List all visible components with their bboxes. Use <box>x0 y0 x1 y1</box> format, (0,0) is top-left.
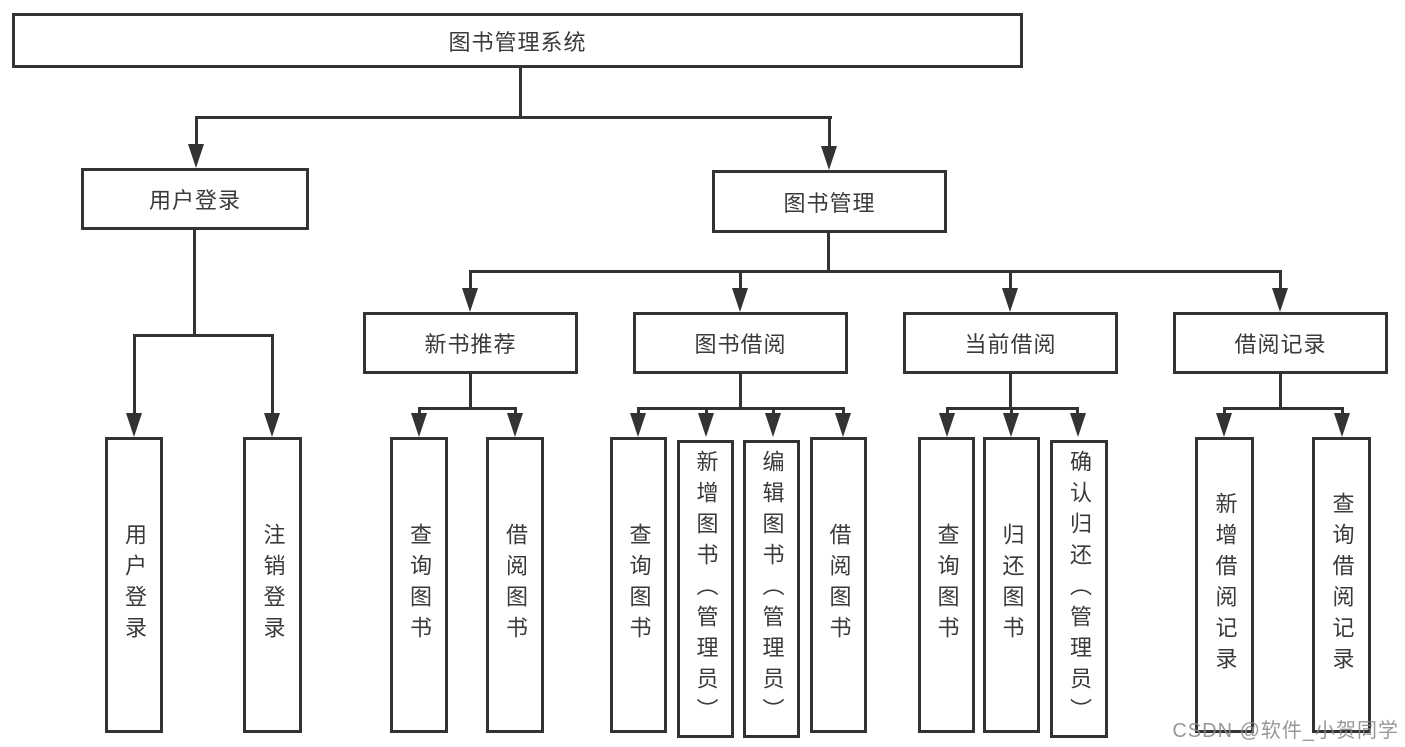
node-new-book-recommend: 新书推荐 <box>363 312 578 374</box>
leaf-current-return-books: 归还图书 <box>983 437 1040 733</box>
node-system-root-label: 图书管理系统 <box>448 29 587 55</box>
connector-line <box>827 233 830 273</box>
connector-line <box>469 270 472 292</box>
leaf-user-login-label: 用户登录 <box>122 523 147 647</box>
connector-line <box>519 68 522 118</box>
connector-line <box>842 407 845 417</box>
leaf-records-add-record-label: 新增借阅记录 <box>1212 492 1238 678</box>
connector-line <box>705 407 708 417</box>
connector-line <box>1009 270 1012 292</box>
arrow-down-icon <box>507 413 523 437</box>
leaf-current-query-books-label: 查询图书 <box>934 523 960 647</box>
arrow-down-icon <box>1216 413 1232 437</box>
connector-line <box>418 407 517 410</box>
arrow-down-icon <box>1272 288 1288 312</box>
arrow-down-icon <box>1070 413 1086 437</box>
node-current-borrow: 当前借阅 <box>903 312 1118 374</box>
leaf-logout-login: 注销登录 <box>243 437 302 733</box>
leaf-recommend-query-books: 查询图书 <box>390 437 448 733</box>
arrow-down-icon <box>188 144 204 168</box>
leaf-borrow-query-books-label: 查询图书 <box>626 523 652 647</box>
node-book-borrow: 图书借阅 <box>633 312 848 374</box>
leaf-logout-login-label: 注销登录 <box>260 523 286 647</box>
leaf-recommend-query-books-label: 查询图书 <box>407 523 432 647</box>
arrow-down-icon <box>765 413 781 437</box>
connector-line <box>637 407 845 410</box>
node-user-login: 用户登录 <box>81 168 309 230</box>
leaf-records-query-record-label: 查询借阅记录 <box>1329 492 1355 678</box>
leaf-current-return-books-label: 归还图书 <box>999 523 1025 647</box>
leaf-current-confirm-return-admin: 确认归还（管理员） <box>1050 440 1108 738</box>
connector-line <box>1279 270 1282 292</box>
connector-line <box>133 334 136 414</box>
connector-line <box>195 116 832 119</box>
node-book-management: 图书管理 <box>712 170 947 233</box>
leaf-current-confirm-return-admin-label: 确认归还（管理员） <box>1067 449 1092 729</box>
arrow-down-icon <box>462 288 478 312</box>
leaf-borrow-edit-books-admin: 编辑图书（管理员） <box>743 440 800 738</box>
connector-line <box>828 116 831 148</box>
connector-line <box>637 407 640 417</box>
arrow-down-icon <box>264 413 280 437</box>
node-current-borrow-label: 当前借阅 <box>964 332 1057 357</box>
leaf-borrow-edit-books-admin-label: 编辑图书（管理员） <box>759 449 785 729</box>
node-user-login-label: 用户登录 <box>148 188 241 213</box>
connector-line <box>418 407 421 417</box>
node-new-book-recommend-label: 新书推荐 <box>424 332 517 357</box>
leaf-records-query-record: 查询借阅记录 <box>1312 437 1371 733</box>
node-borrow-records: 借阅记录 <box>1173 312 1388 374</box>
leaf-borrow-add-books-admin-label: 新增图书（管理员） <box>693 449 719 729</box>
connector-line <box>133 334 274 337</box>
connector-line <box>739 374 742 410</box>
connector-line <box>739 270 742 292</box>
connector-line <box>1076 407 1079 417</box>
connector-line <box>1223 407 1226 417</box>
connector-line <box>195 116 198 146</box>
connector-line <box>469 374 472 410</box>
connector-line <box>514 407 517 417</box>
leaf-recommend-borrow-books-label: 借阅图书 <box>503 523 528 647</box>
connector-line <box>469 270 1282 273</box>
connector-line <box>1009 374 1012 410</box>
node-system-root: 图书管理系统 <box>12 13 1023 68</box>
arrow-down-icon <box>411 413 427 437</box>
csdn-watermark: CSDN @软件_小贺同学 <box>1172 720 1399 742</box>
node-book-borrow-label: 图书借阅 <box>694 332 787 357</box>
connector-line <box>946 407 949 417</box>
leaf-borrow-add-books-admin: 新增图书（管理员） <box>677 440 734 738</box>
leaf-current-query-books: 查询图书 <box>918 437 975 733</box>
connector-line <box>772 407 775 417</box>
arrow-down-icon <box>835 413 851 437</box>
arrow-down-icon <box>821 146 837 170</box>
connector-line <box>193 230 196 337</box>
arrow-down-icon <box>1003 413 1019 437</box>
arrow-down-icon <box>1002 288 1018 312</box>
node-borrow-records-label: 借阅记录 <box>1234 332 1327 357</box>
leaf-records-add-record: 新增借阅记录 <box>1195 437 1254 733</box>
connector-line <box>271 334 274 414</box>
connector-line <box>1010 407 1013 417</box>
connector-line <box>1341 407 1344 417</box>
arrow-down-icon <box>126 413 142 437</box>
arrow-down-icon <box>630 413 646 437</box>
connector-line <box>1279 374 1282 410</box>
leaf-borrow-borrow-books: 借阅图书 <box>810 437 867 733</box>
leaf-recommend-borrow-books: 借阅图书 <box>486 437 544 733</box>
node-book-management-label: 图书管理 <box>783 190 876 216</box>
connector-line <box>1223 407 1344 410</box>
leaf-borrow-query-books: 查询图书 <box>610 437 667 733</box>
arrow-down-icon <box>939 413 955 437</box>
arrow-down-icon <box>1334 413 1350 437</box>
leaf-user-login: 用户登录 <box>105 437 163 733</box>
arrow-down-icon <box>698 413 714 437</box>
leaf-borrow-borrow-books-label: 借阅图书 <box>826 523 852 647</box>
arrow-down-icon <box>732 288 748 312</box>
